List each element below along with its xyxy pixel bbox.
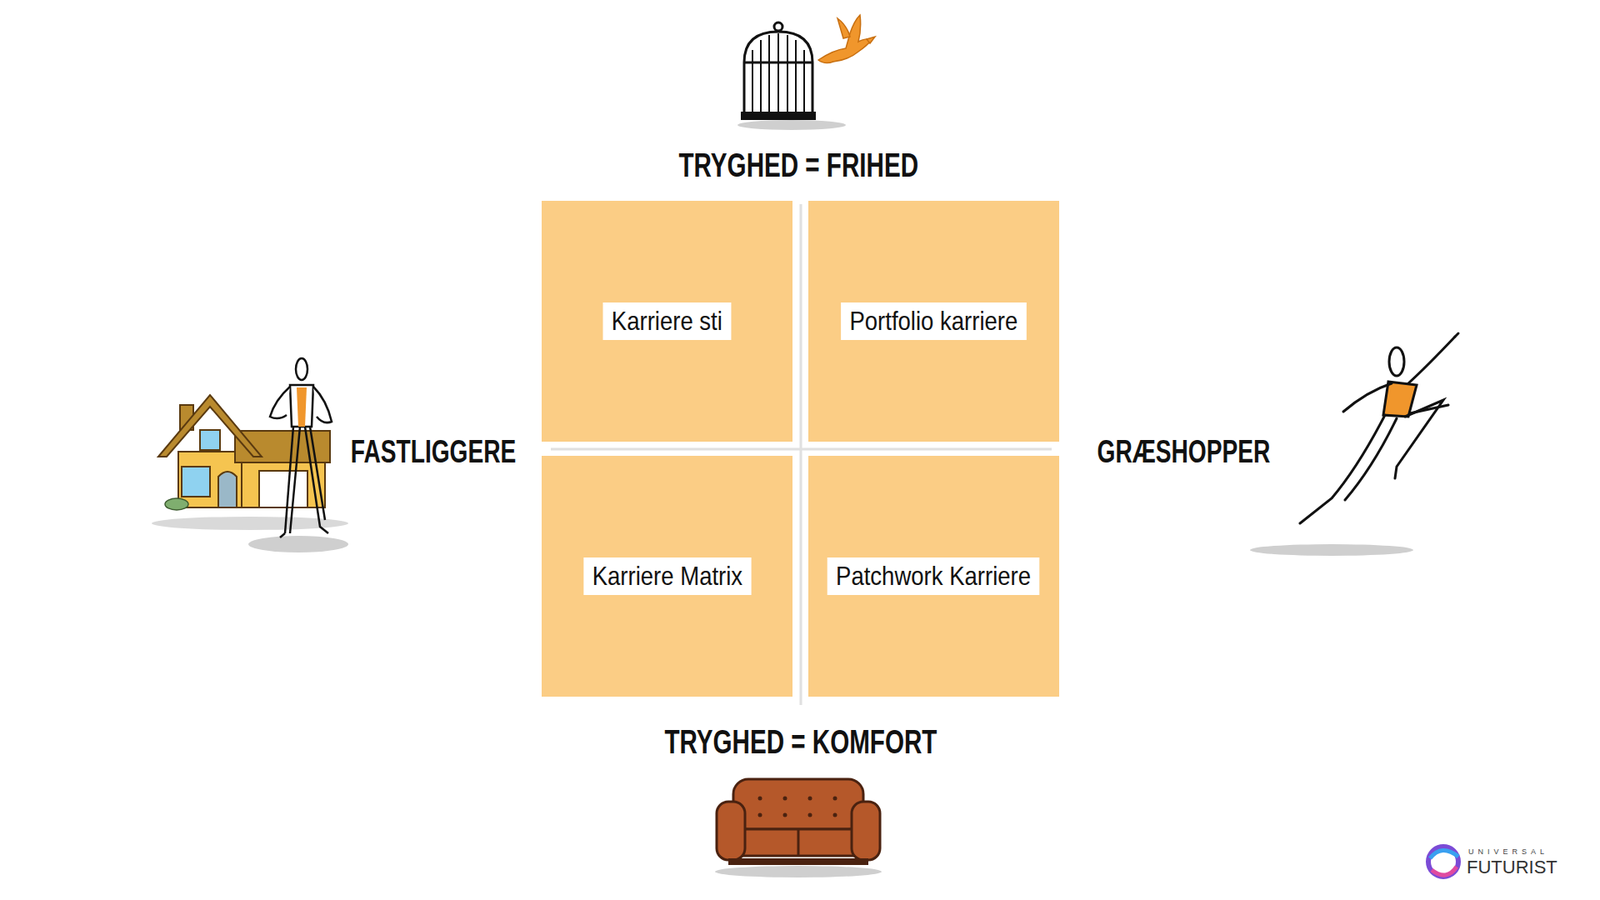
quadrant-label: Karriere sti: [603, 302, 732, 340]
logo-swirl: [1428, 846, 1459, 877]
axis-label: GRÆSHOPPER: [1096, 434, 1270, 470]
watermark: UNIVERSAL: [1468, 847, 1549, 856]
quadrant-box: Patchwork Karriere: [808, 455, 1060, 697]
axis-line: [800, 204, 803, 705]
watermark: FUTURIST: [1466, 856, 1558, 879]
couch: [715, 779, 882, 878]
axis-label: TRYGHED = FRIHED: [678, 146, 919, 185]
quadrant-box: Karriere sti: [541, 200, 793, 442]
axis-label: TRYGHED = KOMFORT: [664, 723, 937, 761]
axis-line: [550, 448, 1052, 451]
jumping-person: [1250, 333, 1459, 556]
quadrant-label: Portfolio karriere: [840, 302, 1027, 340]
quadrant-label: Karriere Matrix: [583, 557, 751, 595]
axis-label: FASTLIGGERE: [350, 434, 516, 470]
quadrant-box: Portfolio karriere: [808, 200, 1060, 442]
quadrant-box: Karriere Matrix: [541, 455, 793, 697]
birdcage: [737, 22, 846, 130]
standing-person: [248, 358, 349, 553]
bird: [818, 15, 875, 64]
quadrant-label: Patchwork Karriere: [827, 557, 1040, 595]
